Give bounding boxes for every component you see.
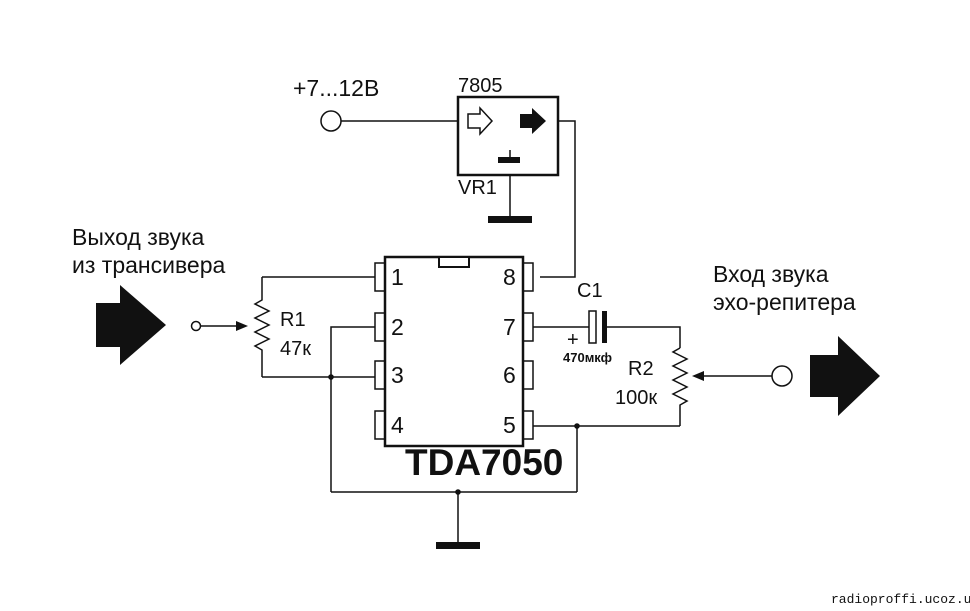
ic-pin8-label: 8 bbox=[503, 264, 516, 290]
output-label-line1: Вход звука bbox=[713, 261, 829, 287]
c1-ref-label: C1 bbox=[577, 280, 603, 302]
c1-negative-plate bbox=[602, 311, 607, 343]
ic-pin8 bbox=[522, 262, 534, 292]
r2-value-label: 100к bbox=[615, 387, 657, 409]
ic-pin4 bbox=[374, 410, 386, 440]
input-terminal[interactable] bbox=[190, 320, 202, 332]
ic-pin3 bbox=[374, 360, 386, 390]
regulator-ref-label: VR1 bbox=[458, 177, 497, 199]
ic-pin2 bbox=[374, 312, 386, 342]
regulator-part-label: 7805 bbox=[458, 75, 503, 97]
input-label-line2: из трансивера bbox=[72, 252, 225, 278]
ic-pin1 bbox=[374, 262, 386, 292]
ic-pin1-label: 1 bbox=[391, 264, 404, 290]
r1-ref-label: R1 bbox=[280, 309, 306, 331]
main-ground-icon bbox=[436, 542, 480, 549]
ic-pin7 bbox=[522, 312, 534, 342]
ic-notch bbox=[438, 256, 470, 268]
supply-terminal[interactable] bbox=[320, 110, 342, 132]
output-terminal[interactable] bbox=[771, 365, 793, 387]
pin2-wire bbox=[330, 326, 375, 492]
ic-pin4-label: 4 bbox=[391, 412, 404, 438]
ic-pin6 bbox=[522, 360, 534, 390]
c1-polarity-label: + bbox=[567, 329, 579, 351]
supply-label: +7...12В bbox=[293, 75, 379, 101]
regulator-box bbox=[456, 95, 560, 177]
regulator-input-arrow-icon bbox=[467, 106, 494, 136]
r2-ref-label: R2 bbox=[628, 358, 654, 380]
ic-pin2-label: 2 bbox=[391, 314, 404, 340]
watermark-text: radioproffi.ucoz.ua bbox=[831, 592, 970, 607]
c1-to-r2-wire bbox=[607, 326, 681, 348]
regulator-ground-mark-icon bbox=[498, 157, 520, 163]
r2-wiper-arrow-icon bbox=[692, 371, 704, 381]
ic-pin7-label: 7 bbox=[503, 314, 516, 340]
ic-pin5 bbox=[522, 410, 534, 440]
r1-value-label: 47к bbox=[280, 338, 311, 360]
regulator-ground-icon bbox=[488, 216, 532, 223]
regulator-output-wire bbox=[540, 120, 576, 278]
c1-positive-plate bbox=[588, 310, 597, 344]
output-label-line2: эхо-репитера bbox=[713, 289, 856, 315]
r1-wiper-arrow-icon bbox=[236, 321, 248, 331]
input-label-line1: Выход звука bbox=[72, 224, 205, 250]
output-arrow-icon bbox=[810, 336, 880, 416]
regulator-output-arrow-icon bbox=[520, 108, 546, 134]
c1-value-label: 470мкф bbox=[563, 350, 612, 365]
ic-pin5-label: 5 bbox=[503, 412, 516, 438]
r2-resistor bbox=[671, 347, 689, 426]
ic-name-label: TDA7050 bbox=[405, 442, 563, 483]
input-arrow-icon bbox=[96, 285, 166, 365]
ic-pin3-label: 3 bbox=[391, 362, 404, 388]
ic-pin6-label: 6 bbox=[503, 362, 516, 388]
r1-resistor bbox=[253, 277, 271, 377]
pin3-junction bbox=[328, 374, 334, 380]
